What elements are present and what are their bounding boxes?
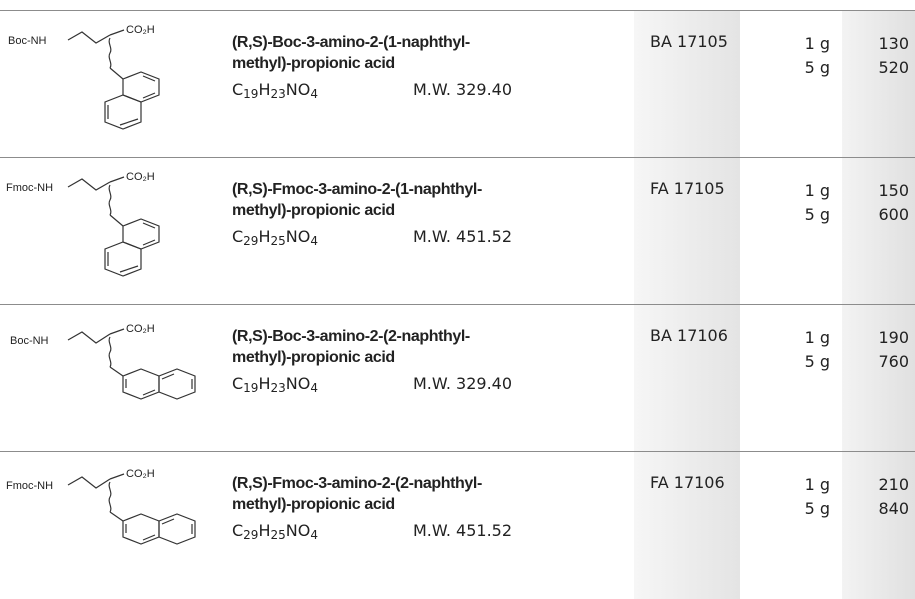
product-row: Boc-NH CO₂H (R,S)-Boc-3-amino-2-(1-napht… bbox=[0, 10, 915, 157]
product-name: (R,S)-Boc-3-amino-2-(2-naphthyl- methyl)… bbox=[232, 328, 470, 366]
structure-1-naphthyl-fmoc: Fmoc-NH CO₂H bbox=[6, 171, 160, 277]
protecting-group-label: Boc-NH bbox=[10, 335, 49, 347]
structure-1-naphthyl-boc: Boc-NH CO₂H bbox=[8, 24, 160, 130]
acid-label: CO₂H bbox=[126, 24, 155, 36]
product-row: Fmoc-NH CO₂H (R,S)-Fmoc-3-amino-2-(1-nap… bbox=[0, 157, 915, 304]
molecular-formula: C19H23NO4 bbox=[232, 374, 318, 395]
product-code: FA 17106 bbox=[650, 473, 725, 492]
molecular-formula: C29H25NO4 bbox=[232, 521, 318, 542]
molecular-weight: M.W. 451.52 bbox=[413, 227, 513, 246]
product-code: FA 17105 bbox=[650, 179, 725, 198]
molecular-weight: M.W. 329.40 bbox=[413, 80, 513, 99]
acid-label: CO₂H bbox=[126, 171, 155, 183]
product-code: BA 17106 bbox=[650, 326, 728, 345]
product-name: (R,S)-Boc-3-amino-2-(1-naphthyl- methyl)… bbox=[232, 34, 470, 72]
product-row: Boc-NH CO₂H (R,S)-Boc-3-amino-2-(2-napht… bbox=[0, 304, 915, 451]
molecular-weight: M.W. 451.52 bbox=[413, 521, 513, 540]
product-code: BA 17105 bbox=[650, 32, 728, 51]
product-name: (R,S)-Fmoc-3-amino-2-(1-naphthyl- methyl… bbox=[232, 181, 482, 219]
top-rule bbox=[0, 10, 915, 11]
structure-2-naphthyl-boc: Boc-NH CO₂H bbox=[10, 323, 196, 400]
protecting-group-label: Fmoc-NH bbox=[6, 182, 53, 194]
molecular-formula: C19H23NO4 bbox=[232, 80, 318, 101]
row-divider bbox=[0, 157, 915, 158]
molecular-formula: C29H25NO4 bbox=[232, 227, 318, 248]
acid-label: CO₂H bbox=[126, 468, 155, 480]
row-divider bbox=[0, 304, 915, 305]
protecting-group-label: Boc-NH bbox=[8, 35, 47, 47]
acid-label: CO₂H bbox=[126, 323, 155, 335]
protecting-group-label: Fmoc-NH bbox=[6, 480, 53, 492]
product-row: Fmoc-NH CO₂H (R,S)-Fmoc-3-amino-2-(2-nap… bbox=[0, 451, 915, 598]
structure-2-naphthyl-fmoc: Fmoc-NH CO₂H bbox=[6, 468, 196, 545]
product-name: (R,S)-Fmoc-3-amino-2-(2-naphthyl- methyl… bbox=[232, 475, 482, 513]
molecular-weight: M.W. 329.40 bbox=[413, 374, 513, 393]
row-divider bbox=[0, 451, 915, 452]
